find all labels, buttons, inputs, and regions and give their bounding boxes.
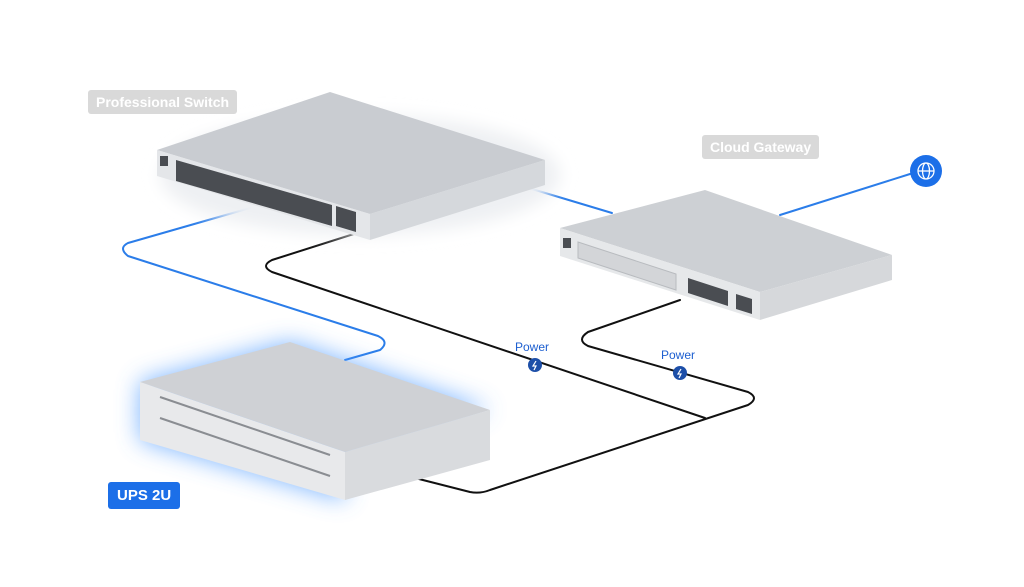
professional-switch-device xyxy=(157,92,560,240)
internet-globe-icon xyxy=(910,155,942,187)
ups-2u-device xyxy=(140,342,490,500)
power-1-lightning-icon xyxy=(528,358,542,372)
cloud-gateway-device xyxy=(560,190,892,320)
power-cable-switch xyxy=(265,231,706,419)
professional-switch-label: Professional Switch xyxy=(88,90,238,114)
power-cable-ups-gateway xyxy=(414,299,755,494)
cloud-gateway-label: Cloud Gateway xyxy=(702,135,820,159)
ups-2u-label: UPS 2U xyxy=(108,482,181,509)
data-cable-gateway-internet xyxy=(779,173,911,216)
power-2-label: Power xyxy=(661,348,696,362)
power-2-lightning-icon xyxy=(673,366,687,380)
data-cable-switch-ups xyxy=(122,207,386,361)
power-1-label: Power xyxy=(515,340,550,354)
